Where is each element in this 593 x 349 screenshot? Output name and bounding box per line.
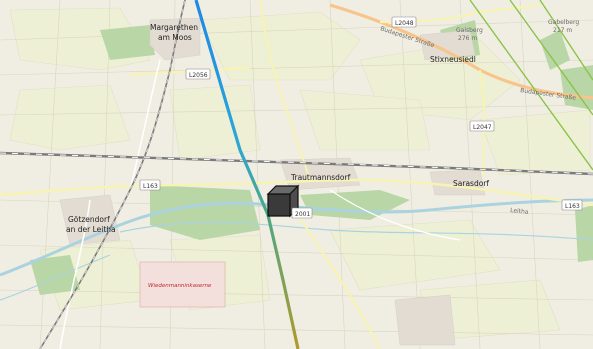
farmland-fields: [9, 7, 591, 341]
shield-l2047: L2047: [469, 120, 495, 132]
svg-text:L2048: L2048: [395, 20, 414, 27]
road-l2047: [478, 69, 486, 176]
label-trautmannsdorf: Trautmannsdorf: [290, 173, 351, 182]
label-margarethen-2: am Moos: [158, 33, 192, 42]
road-local-2: [59, 199, 91, 349]
road-local-3: [329, 189, 461, 241]
svg-text:2001: 2001: [295, 211, 310, 218]
canal-west: [0, 254, 111, 301]
budapester-strasse: [329, 3, 593, 100]
label-gabelberg: Gabelberg: [548, 19, 579, 26]
svg-text:L163: L163: [565, 203, 580, 210]
label-kaserne: Wiedenmanninkaserne: [148, 283, 212, 289]
cube-marker-icon[interactable]: [266, 184, 300, 218]
shield-l163-west: L163: [139, 179, 161, 191]
road-local-1: [129, 59, 161, 191]
label-river-leitha: Leitha: [510, 207, 529, 216]
label-goetzendorf-2: an der Leitha: [66, 225, 116, 234]
label-gaisberg: Gaisberg: [456, 27, 483, 34]
road-2001: [294, 209, 381, 349]
shield-2001: 2001: [291, 207, 313, 219]
svg-text:L2047: L2047: [473, 124, 492, 131]
svg-text:L2056: L2056: [189, 72, 208, 79]
label-sarasdorf: Sarasdorf: [453, 179, 489, 188]
canal: [119, 221, 593, 241]
label-gabelberg-elevation: 217 m: [553, 27, 572, 34]
shield-l2048: L2048: [391, 16, 417, 28]
shield-l163-east: L163: [561, 199, 583, 211]
label-margarethen-1: Margarethen: [150, 23, 198, 32]
power-lines: [469, 0, 593, 171]
label-goetzendorf-1: Götzendorf: [68, 215, 110, 224]
svg-text:L163: L163: [143, 183, 158, 190]
shield-l2056: L2056: [185, 68, 211, 80]
kaserne-area: [139, 261, 226, 308]
label-stixneusiedl: Stixneusiedl: [430, 55, 476, 64]
road-l163: [0, 178, 593, 207]
place-labels: Margarethen am Moos Götzendorf an der Le…: [66, 19, 579, 289]
label-gaisberg-elevation: 276 m: [458, 35, 477, 42]
